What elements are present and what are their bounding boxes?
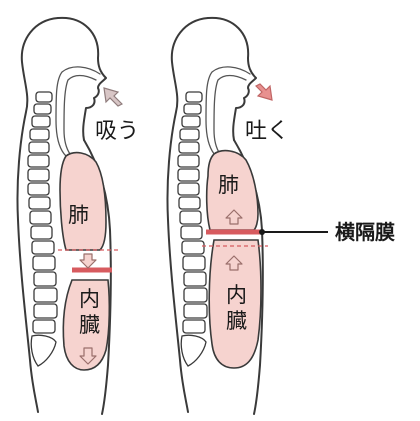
- inhale-spine: [28, 92, 57, 366]
- inhale-viscera-label-2: 臓: [79, 313, 100, 337]
- inhale-airway: [56, 67, 100, 156]
- inhale-action-label: 吸う: [95, 119, 139, 144]
- exhale-figure: 吐く 肺 内 臓: [167, 18, 289, 414]
- exhale-viscera-label-1: 内: [226, 283, 247, 307]
- exhale-spine: [178, 92, 207, 366]
- inhale-down-arrow-upper: [80, 254, 96, 268]
- inhale-figure: 吸う 肺 内 臓: [17, 18, 139, 414]
- exhale-action-label: 吐く: [245, 119, 289, 144]
- inhale-air-arrow: [104, 88, 122, 106]
- exhale-air-arrow: [256, 84, 272, 100]
- exhale-lung-label: 肺: [218, 173, 239, 197]
- diaphragm-callout: 横隔膜: [259, 220, 395, 244]
- inhale-lung: [60, 153, 106, 250]
- exhale-airway: [206, 67, 250, 156]
- inhale-viscera-label-1: 内: [79, 287, 100, 311]
- diaphragm-label: 横隔膜: [335, 220, 395, 244]
- inhale-lung-label: 肺: [68, 203, 89, 227]
- exhale-viscera-label-2: 臓: [226, 309, 247, 333]
